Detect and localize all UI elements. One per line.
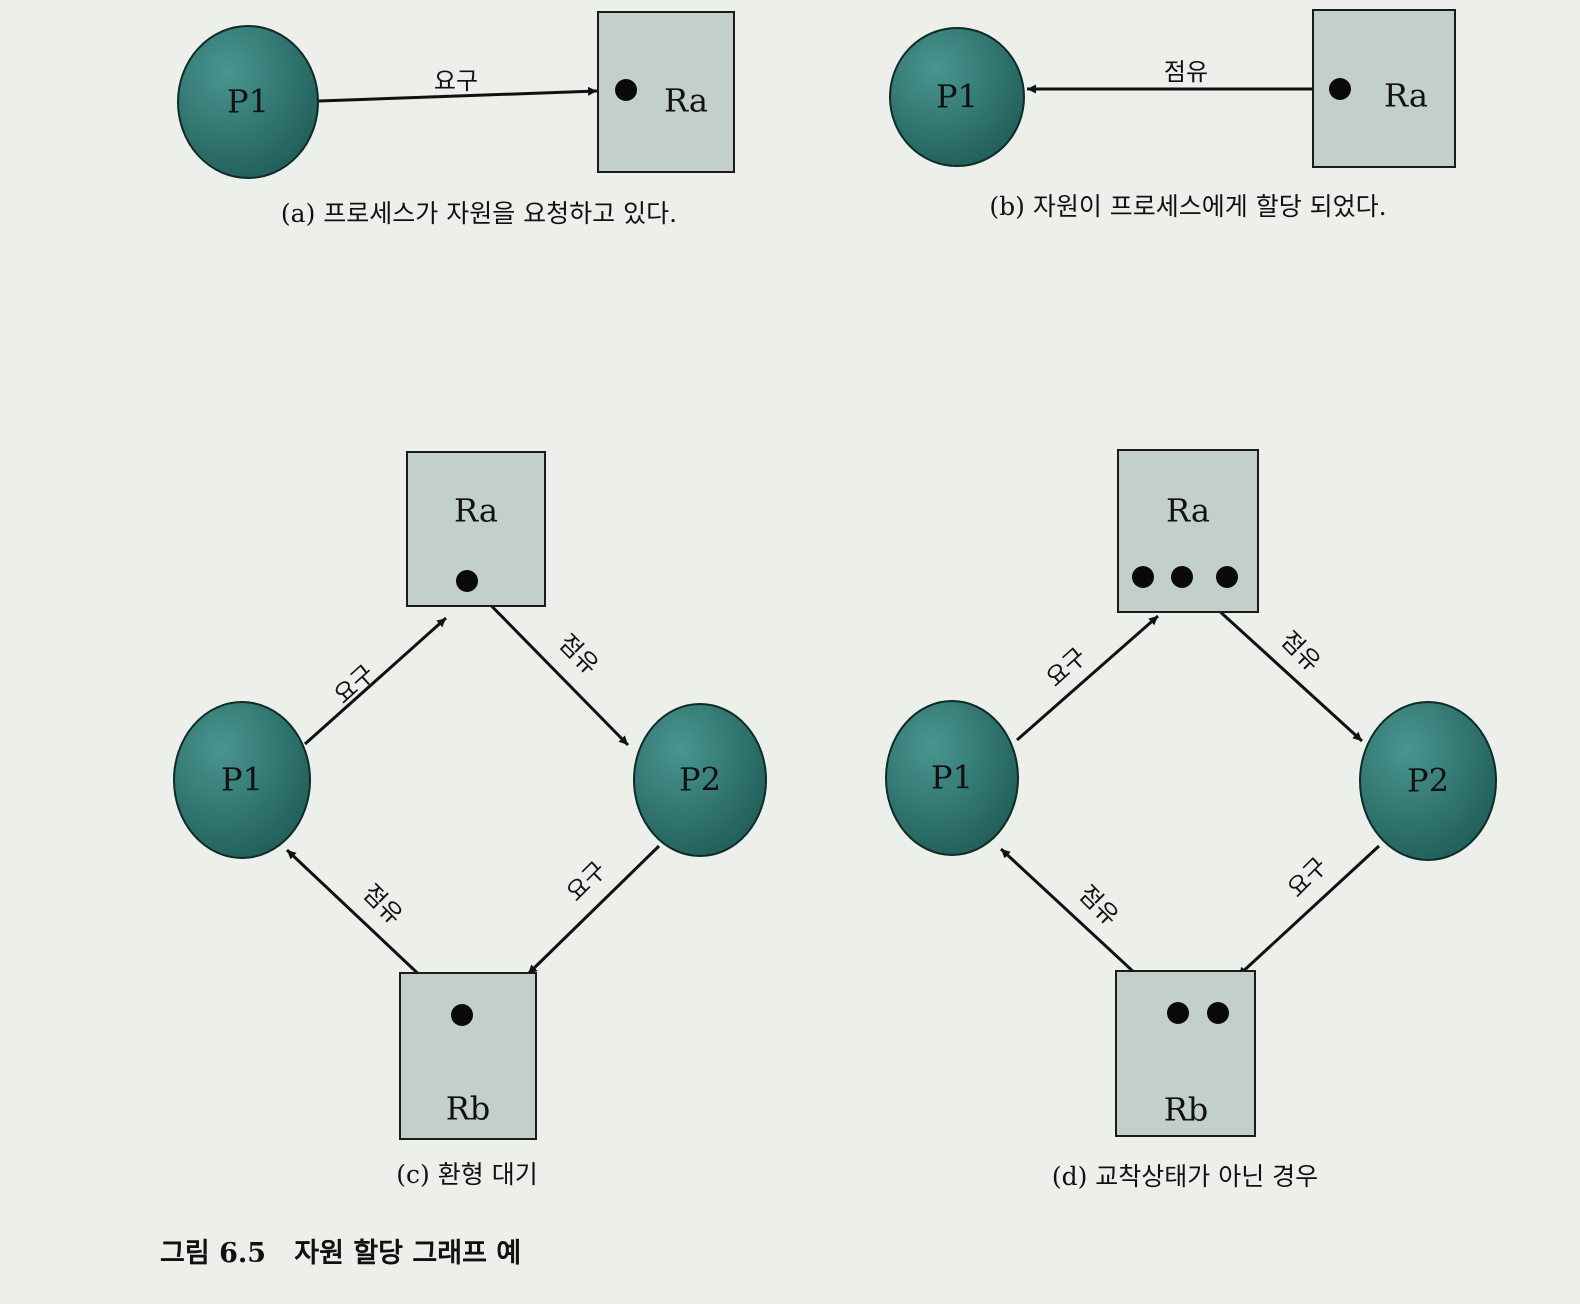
caption-c: (c) 환형 대기 <box>396 1160 537 1189</box>
captions-layer: (a) 프로세스가 자원을 요청하고 있다. (b) 자원이 프로세스에게 할당… <box>160 192 1387 1269</box>
resource-label-c-rb: Rb <box>446 1090 491 1128</box>
edge-label-a-0: 요구 <box>434 67 478 95</box>
request-edge-d-0 <box>1016 614 1159 742</box>
resource-node-a-ra <box>597 11 735 173</box>
process-label-c-p2: P2 <box>679 761 721 799</box>
resource-instance-dot <box>1171 566 1193 588</box>
resource-node-d-rb <box>1115 970 1256 1137</box>
edge-label-c-0: 요구 <box>329 659 381 709</box>
caption-a: (a) 프로세스가 자원을 요청하고 있다. <box>281 199 677 228</box>
resource-instance-dot <box>456 570 478 592</box>
process-node-d-p1 <box>885 700 1019 856</box>
resource-instance-dot <box>1207 1002 1229 1024</box>
process-label-a-p1: P1 <box>227 83 269 121</box>
resource-instance-dot <box>1216 566 1238 588</box>
resource-node-d-ra <box>1117 449 1259 613</box>
panel-a <box>177 11 735 179</box>
nodes-layer <box>173 9 1497 1140</box>
process-node-a-p1 <box>177 25 319 179</box>
hold-edge-c-1 <box>465 579 630 747</box>
resource-label-b-ra: Ra <box>1384 77 1428 115</box>
resource-label-a-ra: Ra <box>664 82 708 120</box>
resource-instance-dot <box>615 79 637 101</box>
resource-instance-dot <box>1132 566 1154 588</box>
caption-d: (d) 교착상태가 아닌 경우 <box>1052 1162 1318 1191</box>
panel-b <box>889 9 1456 168</box>
resource-label-c-ra: Ra <box>454 492 498 530</box>
request-edge-c-2 <box>526 844 661 976</box>
resource-label-d-rb: Rb <box>1164 1091 1209 1129</box>
process-node-b-p1 <box>889 27 1025 167</box>
process-label-b-p1: P1 <box>936 78 978 116</box>
caption-b: (b) 자원이 프로세스에게 할당 되었다. <box>989 192 1386 221</box>
request-edge-c-0 <box>304 616 447 746</box>
process-node-c-p2 <box>633 703 767 857</box>
edge-label-d-0: 요구 <box>1041 642 1093 692</box>
edge-label-c-1: 점유 <box>553 629 604 680</box>
process-node-d-p2 <box>1359 701 1497 861</box>
resource-instance-dot <box>451 1004 473 1026</box>
process-label-d-p1: P1 <box>931 759 973 797</box>
panel-c <box>173 451 767 1140</box>
edge-label-b-0: 점유 <box>1164 58 1208 86</box>
process-node-c-p1 <box>173 701 311 859</box>
resource-instance-dot <box>1329 78 1351 100</box>
process-label-c-p1: P1 <box>221 761 263 799</box>
panel-d <box>885 449 1497 1137</box>
resource-instance-dot <box>1167 1002 1189 1024</box>
figure-title: 그림 6.5 자원 할당 그래프 예 <box>160 1238 521 1269</box>
resource-node-c-rb <box>399 972 537 1140</box>
resource-label-d-ra: Ra <box>1166 492 1210 530</box>
request-edge-d-2 <box>1236 844 1381 978</box>
process-label-d-p2: P2 <box>1407 762 1449 800</box>
request-edge-a-0 <box>318 86 598 103</box>
